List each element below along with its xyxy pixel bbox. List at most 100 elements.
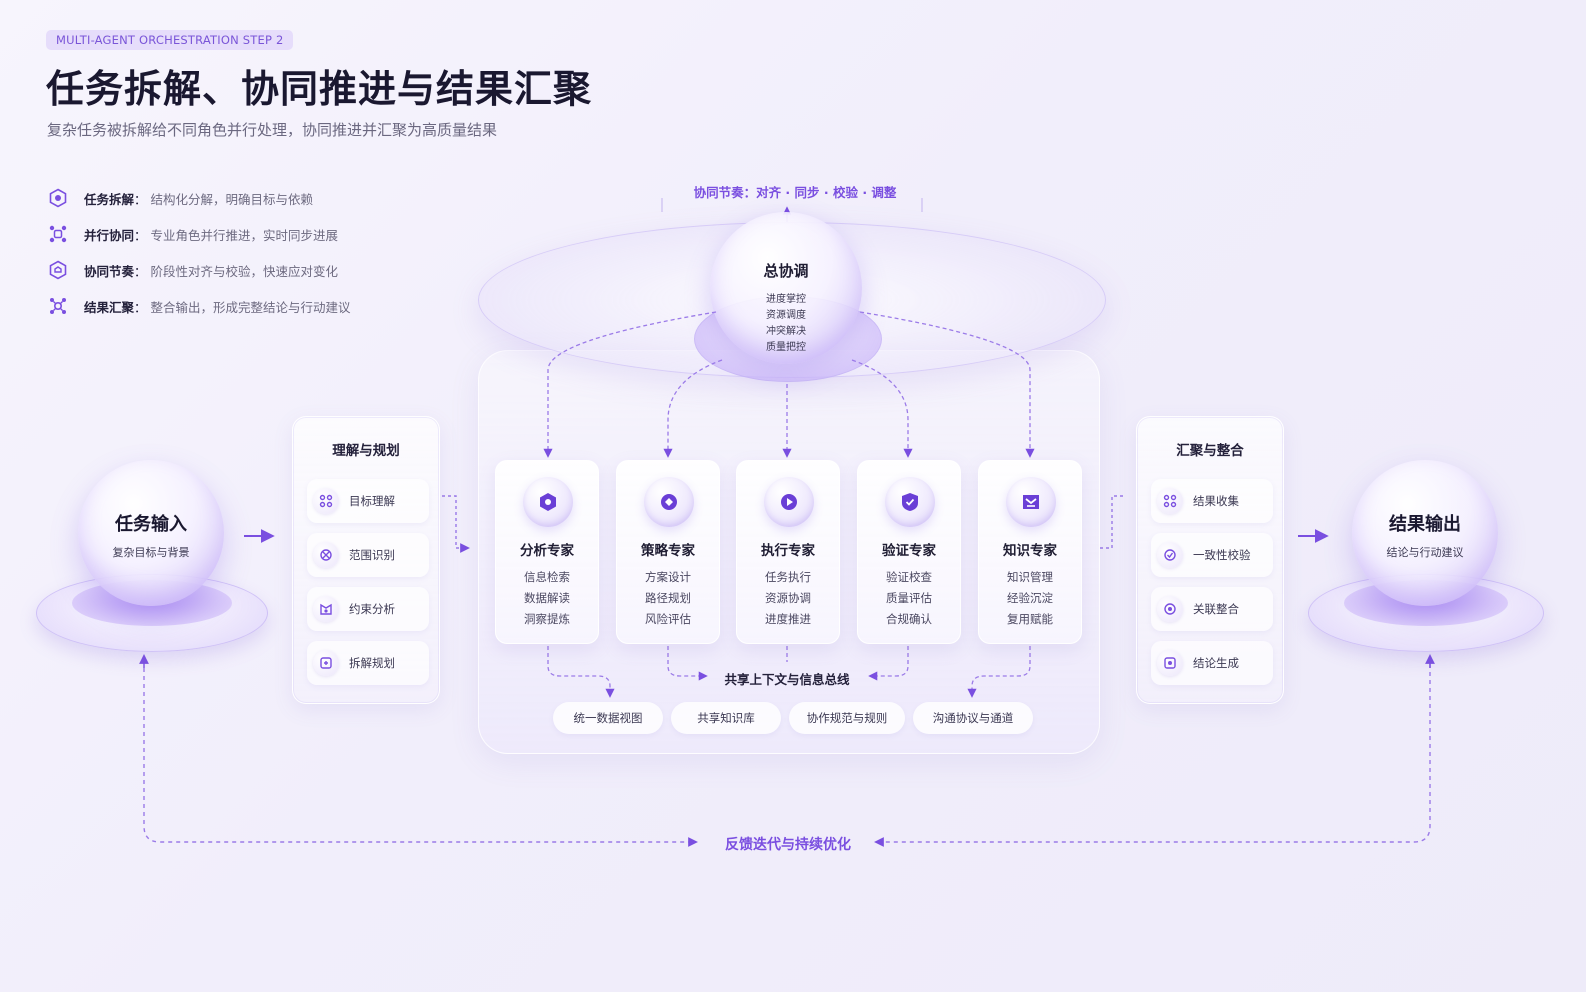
legend-desc: 结构化分解，明确目标与依赖 <box>150 191 314 207</box>
constraint-icon <box>313 596 339 622</box>
context-chip: 沟通协议与通道 <box>913 702 1033 734</box>
expert-task: 合规确认 <box>886 612 932 626</box>
expert-card-verification[interactable]: 验证专家 验证校查 质量评估 合规确认 <box>857 460 961 644</box>
expert-task: 经验沉淀 <box>1007 591 1053 605</box>
strategy-icon <box>644 477 694 527</box>
rhythm-label: 协同节奏：对齐 · 同步 · 校验 · 调整 <box>693 185 897 200</box>
step-badge: MULTI-AGENT ORCHESTRATION STEP 2 <box>46 30 294 50</box>
context-chip: 协作规范与规则 <box>789 702 905 734</box>
expert-task: 复用赋能 <box>1007 612 1053 626</box>
analysis-icon <box>523 477 573 527</box>
link-icon <box>1157 596 1183 622</box>
planning-icon <box>313 650 339 676</box>
merge-icon <box>46 294 70 318</box>
legend-desc: 整合输出，形成完整结论与行动建议 <box>150 299 351 315</box>
expert-name: 验证专家 <box>882 543 936 559</box>
plan-item[interactable]: 拆解规划 <box>307 641 429 685</box>
legend-key: 任务拆解 <box>84 191 135 207</box>
conclusion-icon <box>1157 650 1183 676</box>
plan-item-label: 约束分析 <box>349 602 395 616</box>
expert-name: 执行专家 <box>761 543 815 559</box>
legend-item-rhythm: 协同节奏：阶段性对齐与校验，快速应对变化 <box>46 252 351 288</box>
expert-name: 知识专家 <box>1003 543 1057 559</box>
execution-icon <box>764 477 814 527</box>
legend-key: 协同节奏 <box>84 263 135 279</box>
plan-item[interactable]: 目标理解 <box>307 479 429 523</box>
merge-item[interactable]: 结论生成 <box>1151 641 1273 685</box>
expert-name: 策略专家 <box>641 543 695 559</box>
coordinator-line: 资源调度 <box>766 310 806 321</box>
page-title: 任务拆解、协同推进与结果汇聚 <box>46 67 593 111</box>
plan-panel-title: 理解与规划 <box>332 443 400 459</box>
merge-item[interactable]: 关联整合 <box>1151 587 1273 631</box>
coordinator-orb: 总协调 进度掌控 资源调度 冲突解决 质量把控 <box>710 212 862 364</box>
plan-item-label: 拆解规划 <box>349 656 395 670</box>
merge-item[interactable]: 一致性校验 <box>1151 533 1273 577</box>
merge-item-label: 结果收集 <box>1193 494 1239 508</box>
legend-desc: 专业角色并行推进，实时同步进展 <box>150 227 339 243</box>
plan-item[interactable]: 约束分析 <box>307 587 429 631</box>
shield-icon <box>46 258 70 282</box>
expert-card-analysis[interactable]: 分析专家 信息检索 数据解读 洞察提炼 <box>495 460 599 644</box>
target-icon <box>313 488 339 514</box>
expert-task: 质量评估 <box>886 591 932 605</box>
arrow-experts-to-merge <box>1100 495 1126 549</box>
hexagon-icon <box>46 186 70 210</box>
legend-sep: ： <box>134 299 147 315</box>
output-subtitle: 结论与行动建议 <box>1386 546 1464 559</box>
expert-task: 进度推进 <box>765 612 811 626</box>
plan-item[interactable]: 范围识别 <box>307 533 429 577</box>
collect-icon <box>1157 488 1183 514</box>
expert-card-knowledge[interactable]: 知识专家 知识管理 经验沉淀 复用赋能 <box>978 460 1082 644</box>
page-subtitle: 复杂任务被拆解给不同角色并行处理，协同推进并汇聚为高质量结果 <box>47 121 498 139</box>
plan-panel: 理解与规划 目标理解 范围识别 约束分析 拆解规划 <box>292 416 440 704</box>
merge-panel: 汇聚与整合 结果收集 一致性校验 关联整合 结论生成 <box>1136 416 1284 704</box>
context-chip: 统一数据视图 <box>553 702 663 734</box>
legend-key: 并行协同 <box>84 227 135 243</box>
scope-icon <box>313 542 339 568</box>
expert-task: 路径规划 <box>645 591 691 605</box>
expert-task: 知识管理 <box>1007 570 1053 584</box>
legend-sep: ： <box>134 191 147 207</box>
merge-panel-title: 汇聚与整合 <box>1176 443 1244 459</box>
expert-task: 数据解读 <box>524 591 570 605</box>
merge-item-label: 关联整合 <box>1193 602 1239 616</box>
context-chip: 共享知识库 <box>671 702 781 734</box>
bus-label: 共享上下文与信息总线 <box>724 672 850 687</box>
legend-item-decompose: 任务拆解：结构化分解，明确目标与依赖 <box>46 180 351 216</box>
legend-key: 结果汇聚 <box>84 299 135 315</box>
expert-task: 方案设计 <box>645 570 691 584</box>
plan-item-label: 范围识别 <box>349 548 395 562</box>
input-orb: 任务输入 复杂目标与背景 <box>78 460 224 606</box>
expert-name: 分析专家 <box>520 543 574 559</box>
expert-task: 资源协调 <box>765 591 811 605</box>
input-subtitle: 复杂目标与背景 <box>112 546 190 559</box>
coordinator-line: 冲突解决 <box>766 326 806 337</box>
coordinator-title: 总协调 <box>763 262 809 280</box>
expert-card-execution[interactable]: 执行专家 任务执行 资源协调 进度推进 <box>736 460 840 644</box>
output-title: 结果输出 <box>1389 514 1461 535</box>
legend-desc: 阶段性对齐与校验，快速应对变化 <box>150 263 339 279</box>
merge-item-label: 一致性校验 <box>1193 548 1251 562</box>
verification-icon <box>885 477 935 527</box>
coordinator-line: 质量把控 <box>766 342 806 353</box>
network-icon <box>46 222 70 246</box>
legend-item-merge: 结果汇聚：整合输出，形成完整结论与行动建议 <box>46 288 351 324</box>
expert-task: 风险评估 <box>645 612 691 626</box>
arrow-plan-to-experts <box>442 495 470 553</box>
merge-item[interactable]: 结果收集 <box>1151 479 1273 523</box>
expert-task: 验证校查 <box>886 570 932 584</box>
feedback-label: 反馈迭代与持续优化 <box>725 837 851 853</box>
output-orb: 结果输出 结论与行动建议 <box>1352 460 1498 606</box>
consistency-icon <box>1157 542 1183 568</box>
merge-item-label: 结论生成 <box>1193 656 1239 670</box>
legend: 任务拆解：结构化分解，明确目标与依赖 并行协同：专业角色并行推进，实时同步进展 … <box>46 180 351 324</box>
plan-item-label: 目标理解 <box>349 494 395 508</box>
coordinator-line: 进度掌控 <box>766 294 806 305</box>
expert-task: 信息检索 <box>524 570 570 584</box>
expert-card-strategy[interactable]: 策略专家 方案设计 路径规划 风险评估 <box>616 460 720 644</box>
knowledge-icon <box>1006 477 1056 527</box>
expert-task: 洞察提炼 <box>524 612 570 626</box>
expert-task: 任务执行 <box>765 570 811 584</box>
input-title: 任务输入 <box>115 514 187 535</box>
